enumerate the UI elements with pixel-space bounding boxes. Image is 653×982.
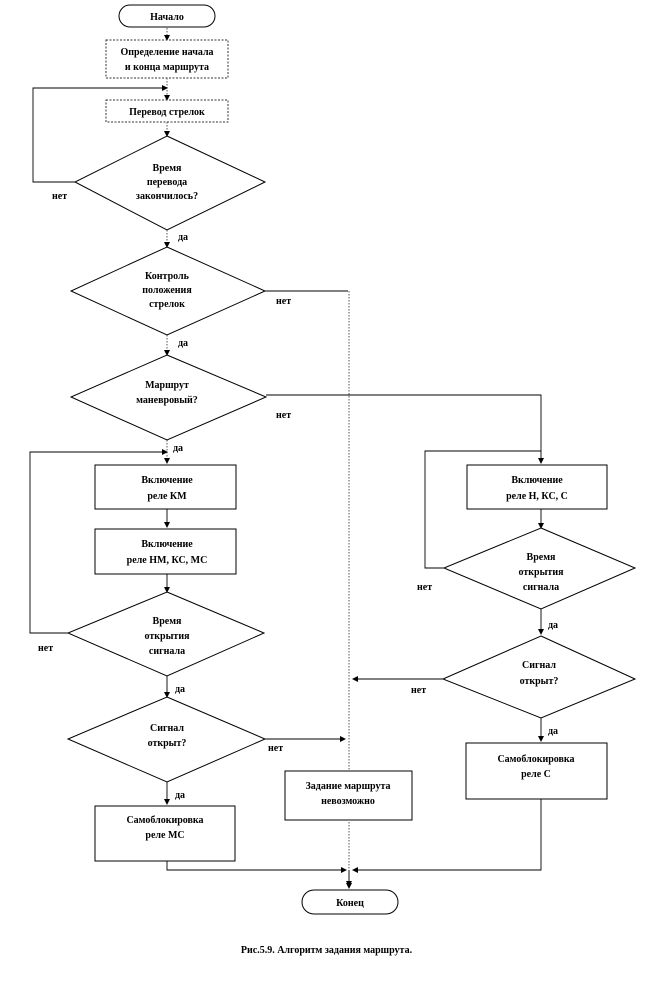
start-terminal: Начало: [118, 4, 216, 28]
svg-text:Определение начала: Определение начала: [120, 47, 213, 58]
svg-text:невозможно: невозможно: [321, 796, 375, 807]
svg-text:Время: Время: [527, 552, 556, 563]
svg-text:реле С: реле С: [521, 769, 551, 780]
label-yes: да: [178, 232, 188, 243]
svg-text:реле Н, КС, С: реле Н, КС, С: [506, 491, 568, 502]
svg-text:реле МС: реле МС: [145, 830, 184, 841]
self-lock-ms-block: Самоблокировка реле МС: [94, 805, 236, 862]
svg-text:Маршрут: Маршрут: [145, 380, 189, 391]
signal-open-left-decision: Сигнал открыт?: [66, 696, 267, 783]
svg-text:стрелок: стрелок: [149, 299, 185, 310]
label-yes: да: [175, 790, 185, 801]
svg-text:Контроль: Контроль: [145, 271, 190, 282]
svg-text:Включение: Включение: [141, 475, 193, 486]
svg-text:открытия: открытия: [519, 567, 565, 578]
define-route-block: Определение начала и конца маршрута: [105, 39, 229, 79]
relay-n-ks-s-block: Включение реле Н, КС, С: [466, 464, 608, 510]
label-no: нет: [276, 296, 291, 307]
route-impossible-block: Задание маршрута невозможно: [284, 770, 413, 821]
label-yes: да: [173, 443, 183, 454]
label-no: нет: [52, 191, 67, 202]
transfer-time-decision: Время перевода закончилось?: [73, 135, 267, 231]
figure-caption: Рис.5.9. Алгоритм задания маршрута.: [240, 945, 413, 956]
svg-text:открытия: открытия: [145, 631, 191, 642]
relay-nm-ks-ms-block: Включение реле НМ, КС, МС: [94, 528, 237, 575]
svg-text:Время: Время: [153, 616, 182, 627]
label-no: нет: [276, 410, 291, 421]
open-time-right-decision: Время открытия сигнала: [442, 527, 637, 610]
svg-text:Включение: Включение: [141, 539, 193, 550]
shunting-route-decision: Маршрут маневровый?: [69, 354, 268, 441]
signal-open-right-decision: Сигнал открыт?: [441, 635, 637, 719]
label-no: нет: [411, 685, 426, 696]
self-lock-s-block: Самоблокировка реле С: [465, 742, 608, 800]
svg-text:сигнала: сигнала: [149, 646, 185, 657]
svg-text:положения: положения: [142, 285, 192, 296]
svg-text:Сигнал: Сигнал: [522, 660, 556, 671]
svg-text:Сигнал: Сигнал: [150, 723, 184, 734]
label-no: нет: [417, 582, 432, 593]
svg-text:маневровый?: маневровый?: [136, 395, 198, 406]
svg-text:Включение: Включение: [511, 475, 563, 486]
svg-text:Начало: Начало: [150, 12, 184, 23]
svg-text:реле НМ, КС, МС: реле НМ, КС, МС: [127, 555, 208, 566]
svg-text:Самоблокировка: Самоблокировка: [497, 754, 574, 765]
switch-points-block: Перевод стрелок: [105, 99, 229, 123]
svg-text:открыт?: открыт?: [520, 676, 559, 687]
svg-text:и конца маршрута: и конца маршрута: [125, 62, 209, 73]
end-terminal: Конец: [301, 889, 399, 915]
label-yes: да: [548, 726, 558, 737]
svg-text:Время: Время: [153, 163, 182, 174]
svg-text:Конец: Конец: [336, 898, 364, 909]
svg-text:Перевод стрелок: Перевод стрелок: [129, 107, 205, 118]
svg-text:Самоблокировка: Самоблокировка: [126, 815, 203, 826]
relay-km-block: Включение реле КМ: [94, 464, 237, 510]
svg-text:Задание маршрута: Задание маршрута: [305, 781, 390, 792]
label-no: нет: [38, 643, 53, 654]
svg-text:открыт?: открыт?: [148, 738, 187, 749]
connectors: [29, 28, 544, 889]
open-time-left-decision: Время открытия сигнала: [66, 591, 266, 677]
label-yes: да: [548, 620, 558, 631]
position-control-decision: Контроль положения стрелок: [69, 246, 267, 336]
svg-text:закончилось?: закончилось?: [136, 191, 198, 202]
label-no: нет: [268, 743, 283, 754]
svg-text:реле КМ: реле КМ: [147, 491, 187, 502]
label-yes: да: [178, 338, 188, 349]
label-yes: да: [175, 684, 185, 695]
svg-text:перевода: перевода: [147, 177, 187, 188]
svg-text:сигнала: сигнала: [523, 582, 559, 593]
